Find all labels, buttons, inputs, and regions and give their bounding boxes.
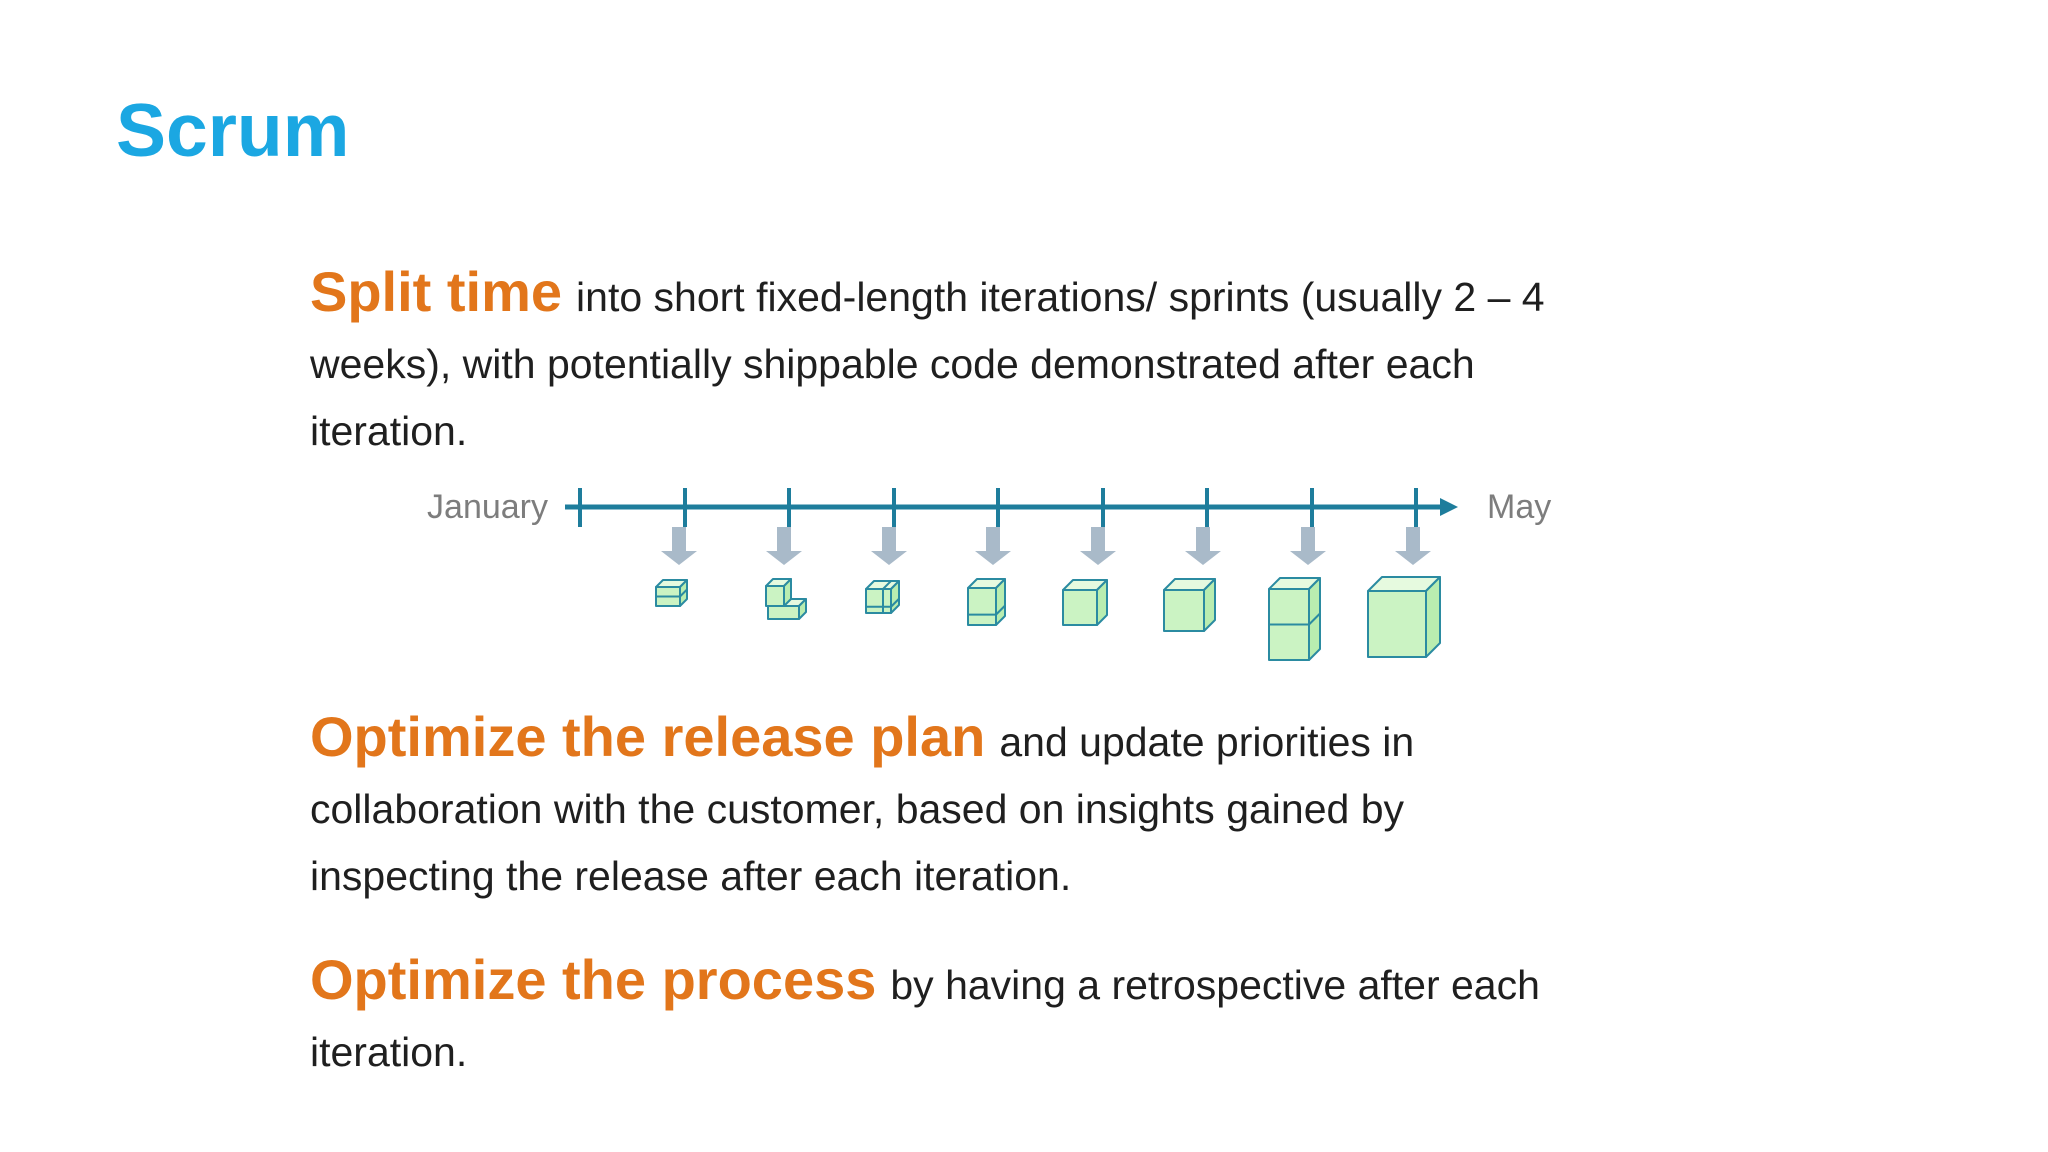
lead-optimize-process: Optimize the process: [310, 948, 877, 1011]
down-arrow-icon: [1080, 527, 1116, 565]
timeline-arrowhead-icon: [1440, 498, 1458, 516]
lead-split-time: Split time: [310, 260, 563, 323]
increment-1-small-split-box: [655, 579, 688, 607]
slide-title: Scrum: [116, 88, 350, 172]
paragraph-optimize-process-body: by having a retrospective after each ite…: [310, 962, 1540, 1075]
increment-6-cube: [1163, 578, 1216, 632]
paragraph-optimize-release-plan-body: and update priorities in collaboration w…: [310, 719, 1415, 899]
increment-5-cube: [1062, 579, 1108, 626]
down-arrow-icon: [975, 527, 1011, 565]
down-arrow-icon: [766, 527, 802, 565]
increment-3-grid-cube: [865, 580, 900, 614]
increment-4-split-cube: [967, 578, 1006, 626]
increment-8-large-cube: [1367, 576, 1441, 658]
increment-2-l-shape: [765, 578, 807, 620]
timeline-start-label: January: [427, 488, 548, 526]
timeline-end-label: May: [1487, 488, 1552, 526]
lead-optimize-release-plan: Optimize the release plan: [310, 705, 986, 768]
down-arrow-icon: [661, 527, 697, 565]
timeline-axis: [565, 488, 1458, 527]
paragraph-split-time-body: into short fixed-length iterations/ spri…: [310, 274, 1545, 454]
down-arrow-icon: [1185, 527, 1221, 565]
increment-7-stacked-cubes: [1268, 577, 1321, 661]
down-arrow-icon: [1395, 527, 1431, 565]
down-arrow-icon: [1290, 527, 1326, 565]
down-arrow-icon: [871, 527, 907, 565]
